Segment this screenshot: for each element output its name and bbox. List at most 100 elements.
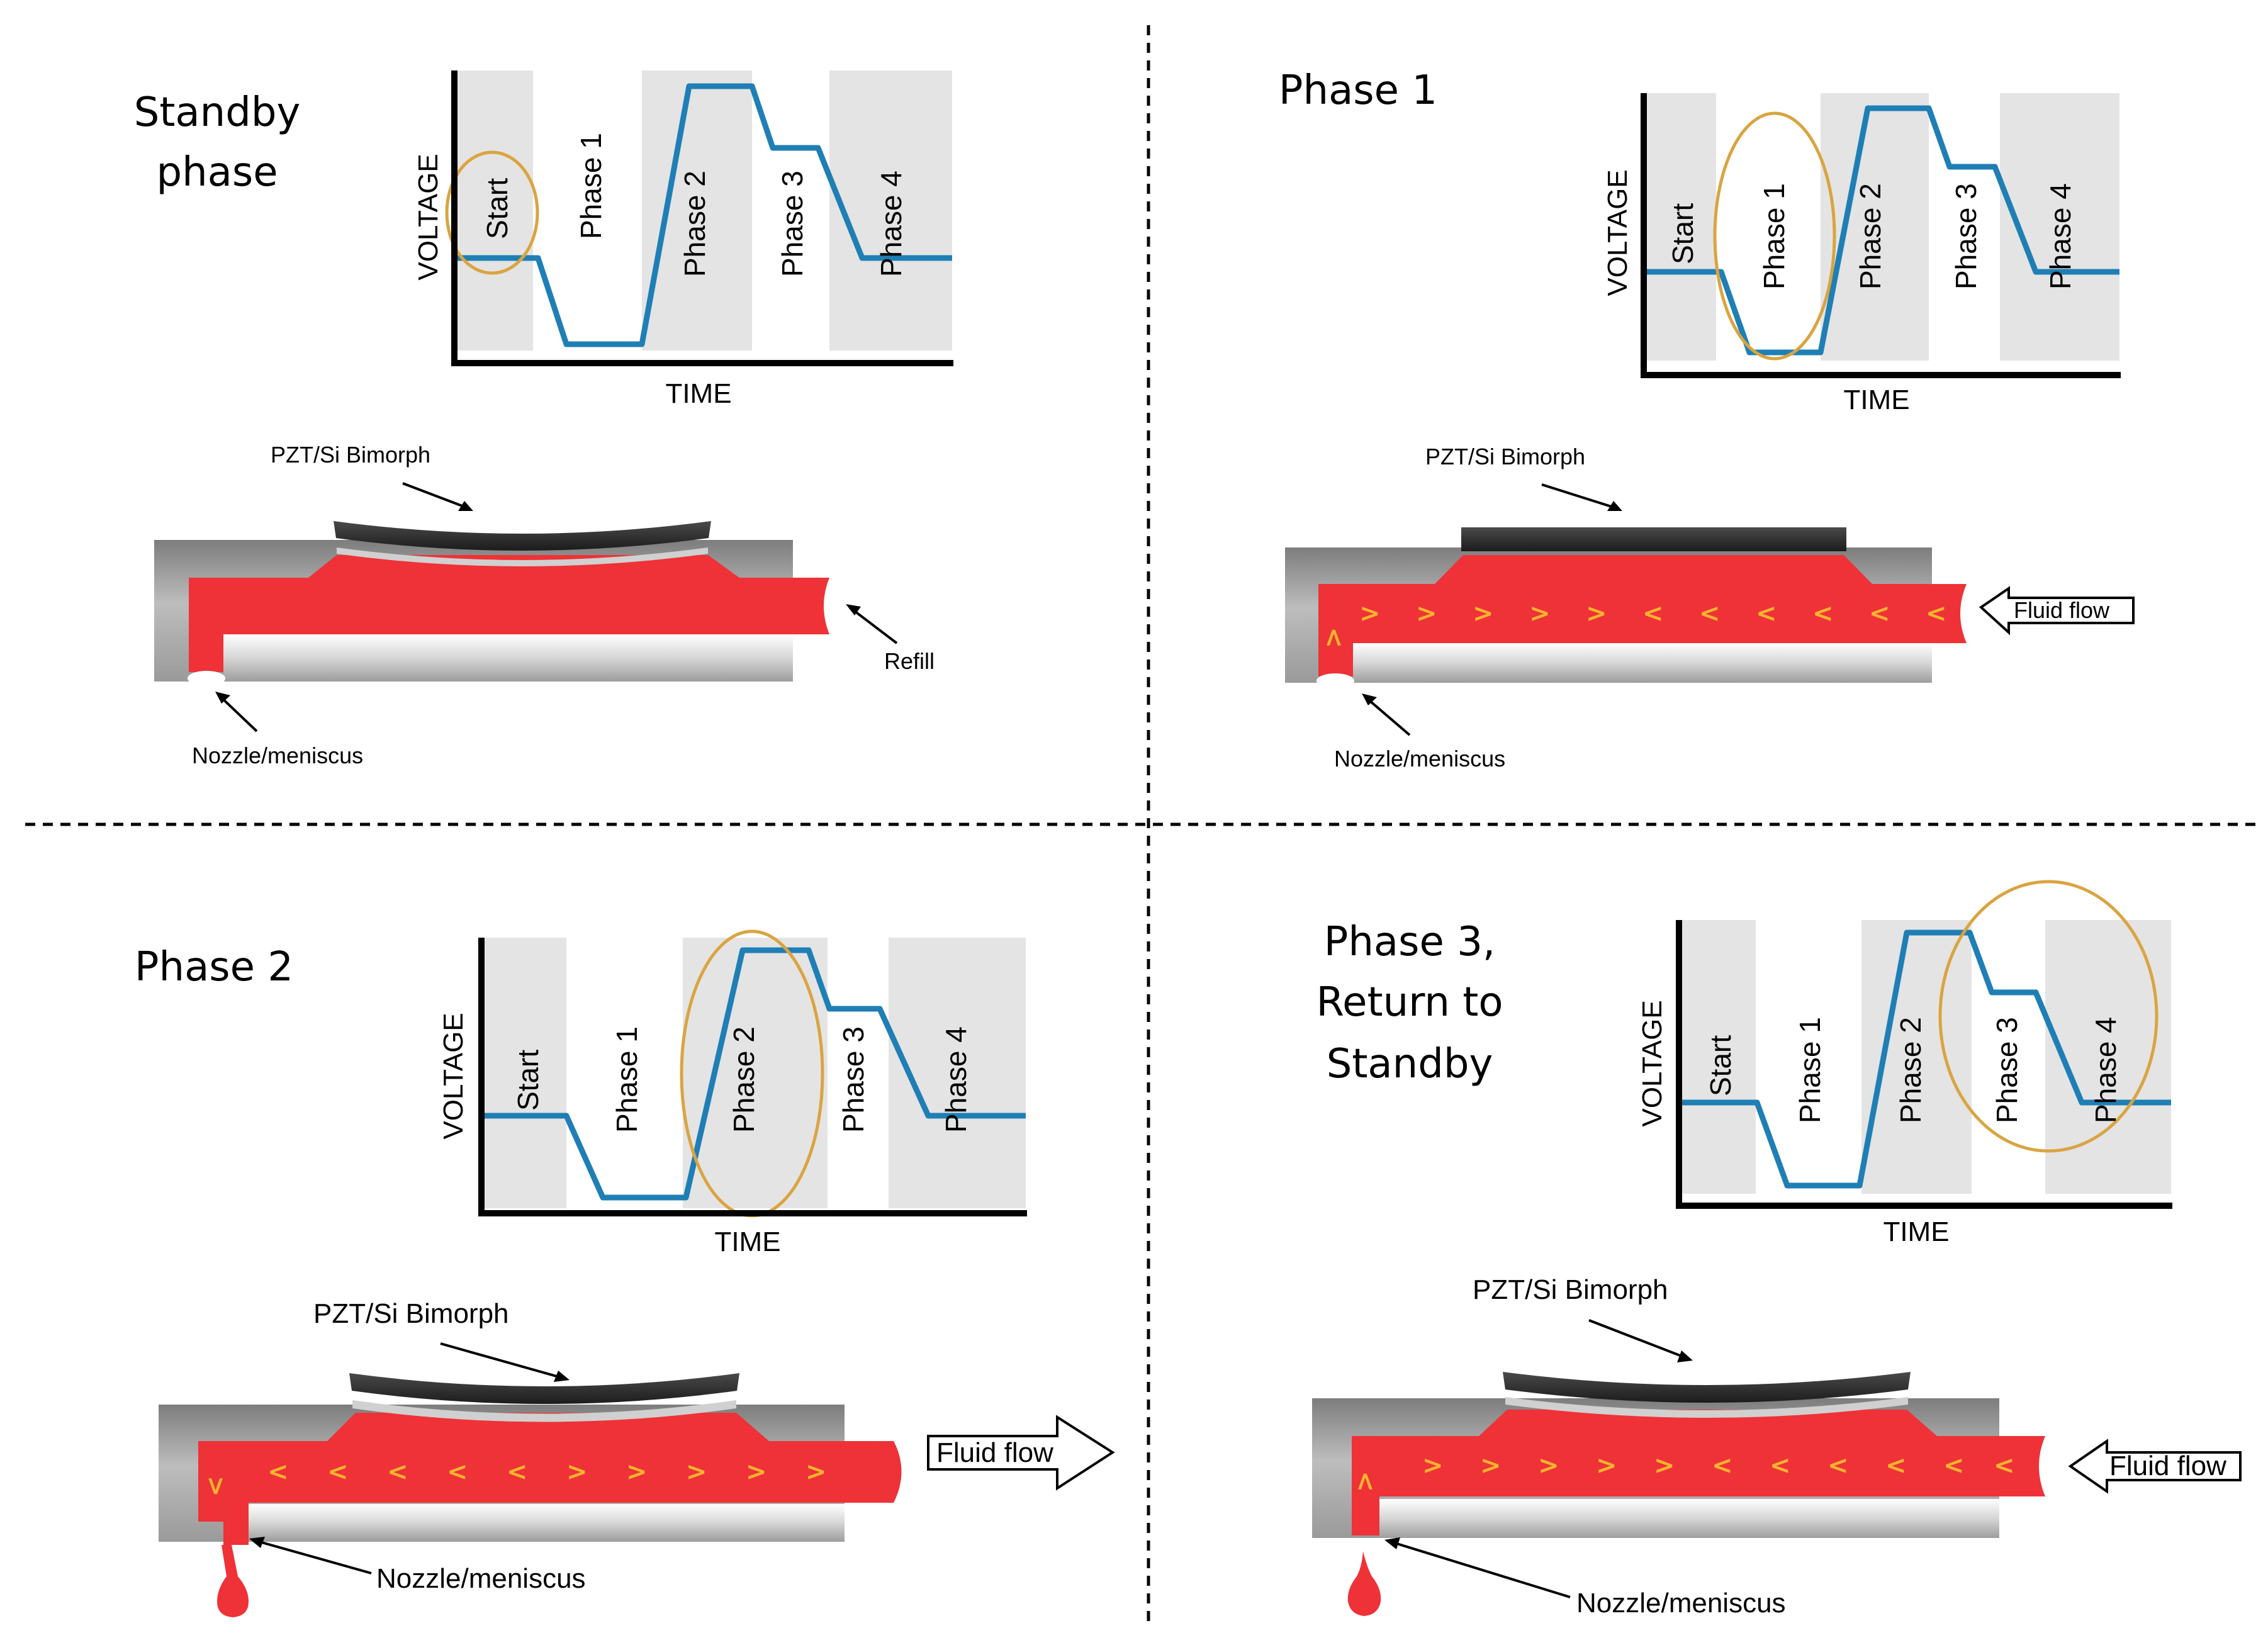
band-label-phase-4: Phase 4: [2089, 1017, 2122, 1123]
band-phase-4: [829, 70, 952, 351]
panel-title-line-1: Phase 3,: [1324, 919, 1496, 965]
band-label-phase-3: Phase 3: [1950, 183, 1982, 289]
refill-pointer: [848, 606, 898, 644]
flow-arrow: >: [746, 1457, 767, 1486]
membrane: [352, 1400, 736, 1422]
fluid-flow-arrow-shape: [2068, 1439, 2242, 1494]
nozzle-pointer-head: [1362, 693, 1377, 705]
housing-lower-plate: [223, 634, 793, 682]
band-start: [454, 70, 533, 351]
band-label-phase-2: Phase 2: [727, 1026, 760, 1133]
nozzle-label: Nozzle/meniscus: [1576, 1588, 1786, 1619]
band-label-phase-3: Phase 3: [776, 171, 809, 277]
fluid-flow-arrow-shape: [927, 1415, 1115, 1491]
flow-arrow: <: [1712, 1451, 1733, 1480]
bimorph-label: PZT/Si Bimorph: [1425, 444, 1585, 469]
flow-arrow: >: [626, 1457, 648, 1486]
fluid-chamber: [189, 555, 829, 672]
inlet-meniscus: [2039, 1436, 2055, 1496]
printhead-diagram: > > > > > > < < < < < < Fluid flow: [1285, 444, 2135, 772]
x-axis-label: TIME: [665, 378, 731, 409]
fluid-flow-label: Fluid flow: [936, 1437, 1053, 1468]
y-axis-label: VOLTAGE: [413, 154, 444, 280]
nozzle-pointer-head: [1384, 1537, 1400, 1549]
nozzle-label: Nozzle/meniscus: [192, 743, 363, 768]
flow-arrow: <: [1827, 1451, 1849, 1480]
voltage-waveform: [1679, 929, 2171, 1189]
fluid-flow-arrow-in: Fluid flow: [2068, 1439, 2242, 1494]
voltage-waveform: [454, 83, 952, 347]
x-axis-label: TIME: [714, 1226, 780, 1257]
nozzle-pointer: [1390, 1541, 1571, 1598]
flow-arrow: >: [1654, 1451, 1675, 1480]
flow-arrow: >: [1529, 599, 1551, 628]
flow-arrow: >: [566, 1457, 588, 1486]
waveform-chart: Start Phase 1 Phase 2 Phase 3 Phase 4 VO…: [438, 929, 1027, 1257]
fluid-chamber: [1352, 1410, 2045, 1535]
band-label-phase-1: Phase 1: [610, 1026, 643, 1133]
panel-title-line-1: Phase 1: [1279, 67, 1437, 114]
band-label-phase-4: Phase 4: [875, 171, 907, 277]
refill-label: Refill: [884, 648, 935, 674]
flow-arrow: >: [201, 1476, 230, 1497]
printhead-diagram: > > > > > > < < < < < < Fluid flow: [1312, 1274, 2242, 1619]
nozzle-meniscus: [188, 671, 225, 686]
flow-arrow: <: [327, 1457, 349, 1486]
panel-title-line-2: phase: [156, 149, 278, 196]
flow-arrow: >: [1422, 1451, 1444, 1480]
bimorph-actuator: [1503, 1372, 1911, 1403]
flow-arrow: <: [507, 1457, 528, 1486]
panel-phase-2: Phase 2 Start Phase 1 Phase 2 Phase 3 Ph…: [135, 929, 1115, 1617]
bimorph-pointer: [402, 482, 469, 510]
flow-arrow: <: [387, 1457, 408, 1486]
flow-arrow: <: [1869, 599, 1890, 628]
bimorph-pointer-head: [1677, 1350, 1693, 1362]
y-axis-label: VOLTAGE: [1602, 169, 1633, 296]
fluid-flow-label: Fluid flow: [2109, 1451, 2226, 1481]
band-label-start: Start: [1704, 1035, 1737, 1096]
nozzle-pointer-head: [249, 1537, 265, 1548]
band-label-phase-3: Phase 3: [837, 1026, 870, 1133]
flow-arrow: >: [1586, 599, 1607, 628]
bimorph-actuator: [334, 521, 711, 551]
fluid-chamber: [198, 1413, 902, 1545]
droplet: [1347, 1551, 1381, 1616]
band-phase-2: [1861, 920, 1972, 1194]
band-label-phase-4: Phase 4: [2044, 183, 2077, 289]
bimorph-label: PZT/Si Bimorph: [271, 442, 430, 468]
membrane: [1505, 1397, 1908, 1418]
fluid-flow-arrow-out: Fluid flow: [927, 1415, 1115, 1491]
band-label-start: Start: [512, 1050, 544, 1111]
x-axis-label: TIME: [1843, 384, 1909, 415]
fluid-flow-arrow-shape: [1979, 586, 2135, 636]
flow-arrows: > > > > > > < < < < < <: [1319, 599, 1947, 648]
highlight-ellipse: [445, 150, 539, 275]
flow-arrow: <: [447, 1457, 468, 1486]
bimorph-pointer-head: [1607, 501, 1622, 511]
voltage-waveform: [1644, 105, 2119, 356]
x-axis-label: TIME: [1883, 1216, 1949, 1247]
flow-arrow: <: [1770, 1451, 1791, 1480]
membrane: [337, 547, 708, 566]
bimorph-pointer: [1541, 483, 1618, 510]
bimorph-pointer-head: [458, 501, 473, 511]
y-axis-label: VOLTAGE: [438, 1013, 469, 1139]
bimorph-label: PZT/Si Bimorph: [1473, 1274, 1668, 1305]
flow-arrow: <: [1812, 599, 1834, 628]
housing-lower-plate: [1353, 643, 1932, 683]
y-axis-label: VOLTAGE: [1637, 1000, 1668, 1126]
flow-arrow: >: [1538, 1451, 1559, 1480]
band-phase-2: [1821, 93, 1929, 361]
panel-phase-1: Phase 1 Start Phase 1 Phase 2 Phase 3 Ph…: [1279, 67, 2135, 772]
flow-arrow: <: [267, 1457, 289, 1486]
voltage-waveform: [481, 947, 1026, 1201]
waveform-chart: Start Phase 1 Phase 2 Phase 3 Phase 4 VO…: [1602, 93, 2121, 415]
band-label-phase-4: Phase 4: [940, 1026, 972, 1133]
waveform-chart: Start Phase 1 Phase 2 Phase 3 Phase 4 VO…: [413, 70, 953, 409]
nozzle-meniscus: [1316, 673, 1354, 688]
band-phase-2: [642, 70, 752, 351]
band-label-start: Start: [1666, 203, 1699, 264]
highlight-ellipse: [1713, 111, 1836, 361]
printhead-diagram: PZT/Si Bimorph Refill Nozzle/meniscus: [154, 442, 935, 768]
